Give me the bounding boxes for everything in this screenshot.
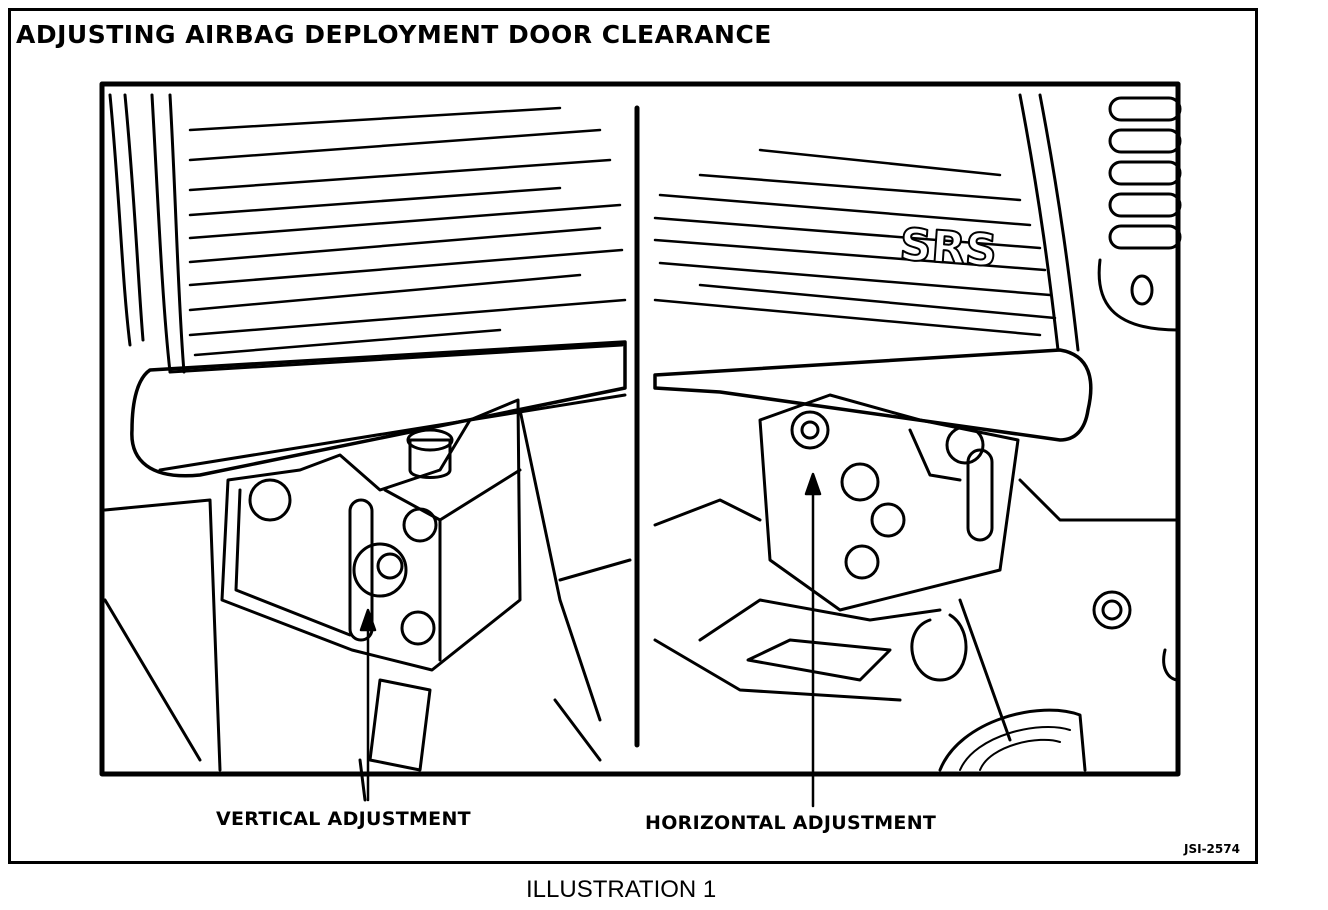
- right-door-stripes: [653, 148, 1057, 337]
- left-bracket: [220, 398, 522, 672]
- right-view: [653, 93, 1182, 772]
- vertical-adjustment-label: VERTICAL ADJUSTMENT: [216, 808, 471, 830]
- srs-panel-text: SRS: [898, 219, 999, 277]
- horizontal-adjust-nut: [790, 410, 830, 450]
- figure-code: JSI-2574: [1184, 842, 1240, 856]
- right-door-lip: [653, 348, 1093, 442]
- ribbed-grille: [938, 708, 1087, 772]
- left-door-stripes: [188, 106, 627, 357]
- left-view: [103, 93, 632, 802]
- lower-opening: [746, 638, 892, 682]
- horizontal-callout-arrow: [804, 472, 822, 808]
- left-door-lip: [130, 340, 627, 478]
- right-bracket: [758, 393, 1020, 612]
- vent-slots: [1108, 96, 1182, 250]
- vertical-callout-arrow: [359, 608, 377, 802]
- horizontal-adjustment-label: HORIZONTAL ADJUSTMENT: [645, 812, 937, 834]
- vertical-adjust-nut: [352, 542, 408, 598]
- diagram-title: ADJUSTING AIRBAG DEPLOYMENT DOOR CLEARAN…: [16, 20, 772, 49]
- illustration-caption: ILLUSTRATION 1: [526, 876, 717, 903]
- picture-border: [99, 81, 1181, 777]
- illustration-frame: [8, 8, 1258, 864]
